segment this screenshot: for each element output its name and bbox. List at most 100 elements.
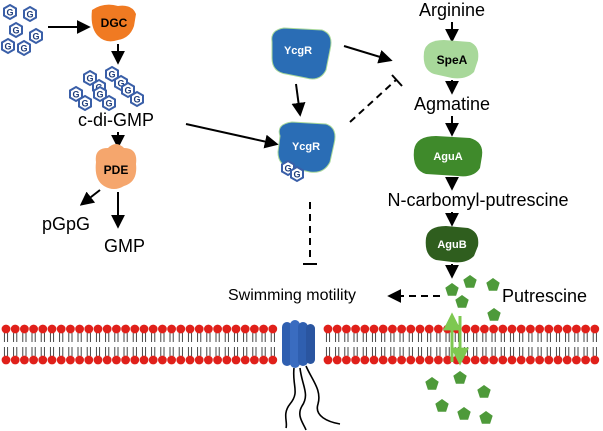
lipid-head: [84, 355, 94, 365]
lipid-head: [434, 324, 443, 334]
lipid-head: [369, 355, 379, 365]
pentagon-icon: [479, 411, 493, 424]
lipid-head: [323, 324, 333, 334]
lipid-head: [480, 324, 489, 334]
cdigmp-icon: [121, 82, 144, 107]
gtp-icon: [9, 22, 23, 38]
gmp-label: GMP: [104, 236, 145, 256]
lipid-head: [406, 324, 416, 334]
lipid-head: [231, 355, 241, 365]
ycgr-bound-label: YcgR: [292, 141, 320, 153]
swimming-motility-label: Swimming motility: [228, 287, 356, 304]
lipid-head: [332, 355, 342, 365]
lipid-head: [66, 355, 75, 365]
lipid-head: [240, 324, 250, 334]
dgc-label: DGC: [101, 16, 128, 30]
lipid-head: [20, 355, 29, 365]
spea-enzyme: SpeA: [423, 40, 479, 79]
cdigmp-molecules: [69, 66, 144, 111]
lipid-head: [204, 355, 213, 365]
lipid-head: [553, 355, 563, 365]
lipid-head: [213, 324, 223, 334]
lipid-head: [158, 355, 167, 365]
lipid-head: [139, 324, 149, 334]
lipid-head: [167, 324, 177, 334]
gtp-icon: [29, 28, 43, 44]
lipid-head: [415, 355, 425, 365]
lipid-head: [130, 324, 140, 334]
pentagon-icon: [455, 295, 469, 308]
lipid-head: [56, 355, 66, 365]
channel-icon: [282, 322, 292, 366]
arrow-ycgr-binding: [291, 83, 306, 117]
lipid-head: [1, 324, 11, 334]
ycgr-free-protein: YcgR: [271, 27, 332, 80]
lipid-head: [268, 355, 278, 365]
lipid-head: [581, 324, 590, 334]
lipid-head: [470, 324, 480, 334]
lipid-head: [204, 324, 213, 334]
putrescine-transport-arrows: [443, 312, 469, 366]
lipid-head: [443, 355, 452, 365]
ncp-label: N-carbomyl-putrescine: [387, 190, 568, 210]
lipid-head: [29, 324, 38, 334]
ycgr-free-label: YcgR: [284, 45, 312, 57]
lipid-head: [66, 324, 75, 334]
ycgr-bound-protein: YcgR: [277, 121, 336, 182]
lipid-head: [102, 324, 112, 334]
lipid-head: [360, 324, 370, 334]
gtp-icon: [1, 38, 15, 54]
lipid-head: [176, 355, 186, 365]
lipid-head: [507, 324, 517, 334]
lipid-head: [424, 324, 434, 334]
lipid-head: [185, 355, 195, 365]
agua-enzyme: AguA: [413, 136, 483, 177]
lipid-head: [461, 355, 471, 365]
cdigmp-icon: [69, 86, 92, 111]
agub-enzyme: AguB: [425, 226, 479, 263]
lipid-head: [20, 324, 29, 334]
lipid-head: [47, 324, 57, 334]
putrescine-label: Putrescine: [502, 286, 587, 306]
lipid-head: [572, 355, 581, 365]
lipid-head: [572, 324, 581, 334]
lipid-head: [562, 355, 572, 365]
pentagon-icon: [487, 308, 501, 321]
lipid-head: [590, 324, 600, 334]
lipid-head: [544, 324, 554, 334]
lipid-head: [194, 355, 204, 365]
lipid-head: [535, 324, 544, 334]
lipid-head: [590, 355, 600, 365]
pde-enzyme: PDE: [95, 144, 137, 189]
cdigmp-icon: [93, 86, 116, 111]
lipid-head: [56, 324, 66, 334]
lipid-head: [526, 324, 535, 334]
lipid-head: [498, 324, 508, 334]
lipid-head: [424, 355, 434, 365]
lipid-head: [553, 324, 563, 334]
pentagon-icon: [477, 385, 491, 398]
lipid-head: [84, 324, 94, 334]
putrescine-molecules-outside: [425, 371, 493, 424]
lipid-head: [185, 324, 195, 334]
gtp-icon: [23, 6, 37, 22]
cell-membrane: [1, 324, 600, 365]
lipid-head: [121, 355, 130, 365]
lipid-head: [29, 355, 38, 365]
lipid-head: [397, 324, 406, 334]
agua-label: AguA: [433, 151, 462, 163]
lipid-head: [351, 324, 360, 334]
lipid-head: [240, 355, 250, 365]
lipid-head: [10, 355, 20, 365]
lipid-head: [388, 355, 397, 365]
lipid-head: [112, 355, 121, 365]
pde-label: PDE: [104, 163, 129, 177]
lipid-head: [176, 324, 186, 334]
lipid-head: [213, 355, 223, 365]
lipid-head: [47, 355, 57, 365]
lipid-head: [102, 355, 112, 365]
lipid-head: [342, 355, 351, 365]
lipid-head: [581, 355, 590, 365]
lipid-head: [397, 355, 406, 365]
gtp-icon: [17, 40, 31, 56]
